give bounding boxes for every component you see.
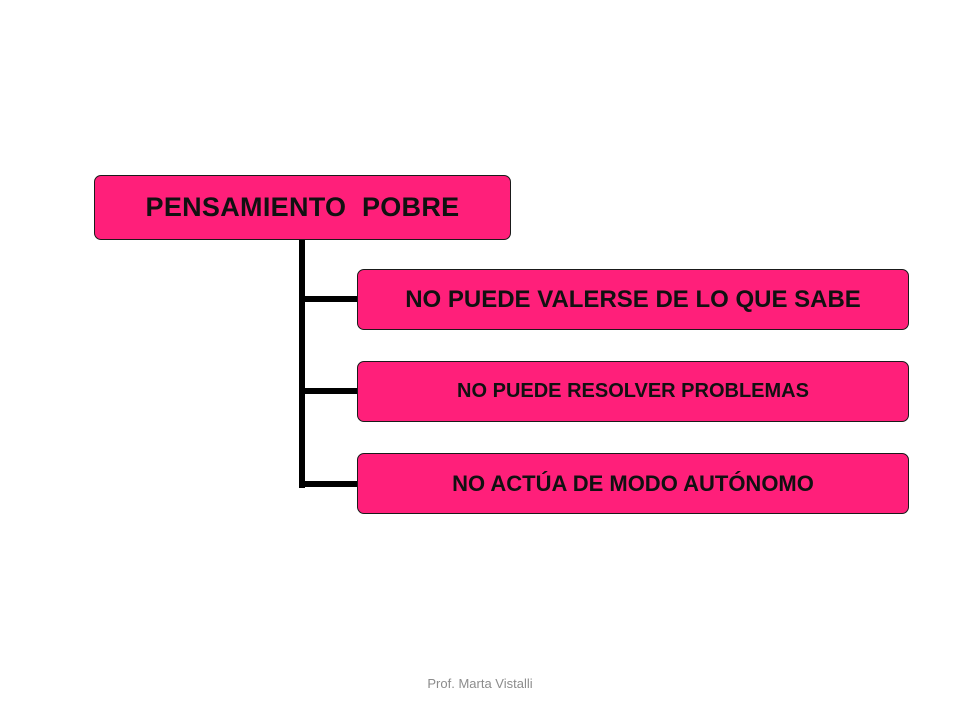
child-node-1: NO PUEDE VALERSE DE LO QUE SABE: [357, 269, 909, 330]
child-node-2: NO PUEDE RESOLVER PROBLEMAS: [357, 361, 909, 422]
child-node-label: NO ACTÚA DE MODO AUTÓNOMO: [452, 470, 814, 496]
footer-author: Prof. Marta Vistalli: [427, 676, 533, 691]
root-node-label: PENSAMIENTO POBRE: [145, 192, 460, 222]
tree-connector-vertical: [299, 240, 305, 488]
tree-connector-branch-3: [299, 481, 357, 487]
root-node: PENSAMIENTO POBRE: [94, 175, 511, 240]
child-node-label: NO PUEDE RESOLVER PROBLEMAS: [457, 380, 809, 402]
tree-connector-branch-1: [299, 296, 357, 302]
child-node-label: NO PUEDE VALERSE DE LO QUE SABE: [405, 285, 861, 313]
child-node-3: NO ACTÚA DE MODO AUTÓNOMO: [357, 453, 909, 514]
tree-connector-branch-2: [299, 388, 357, 394]
